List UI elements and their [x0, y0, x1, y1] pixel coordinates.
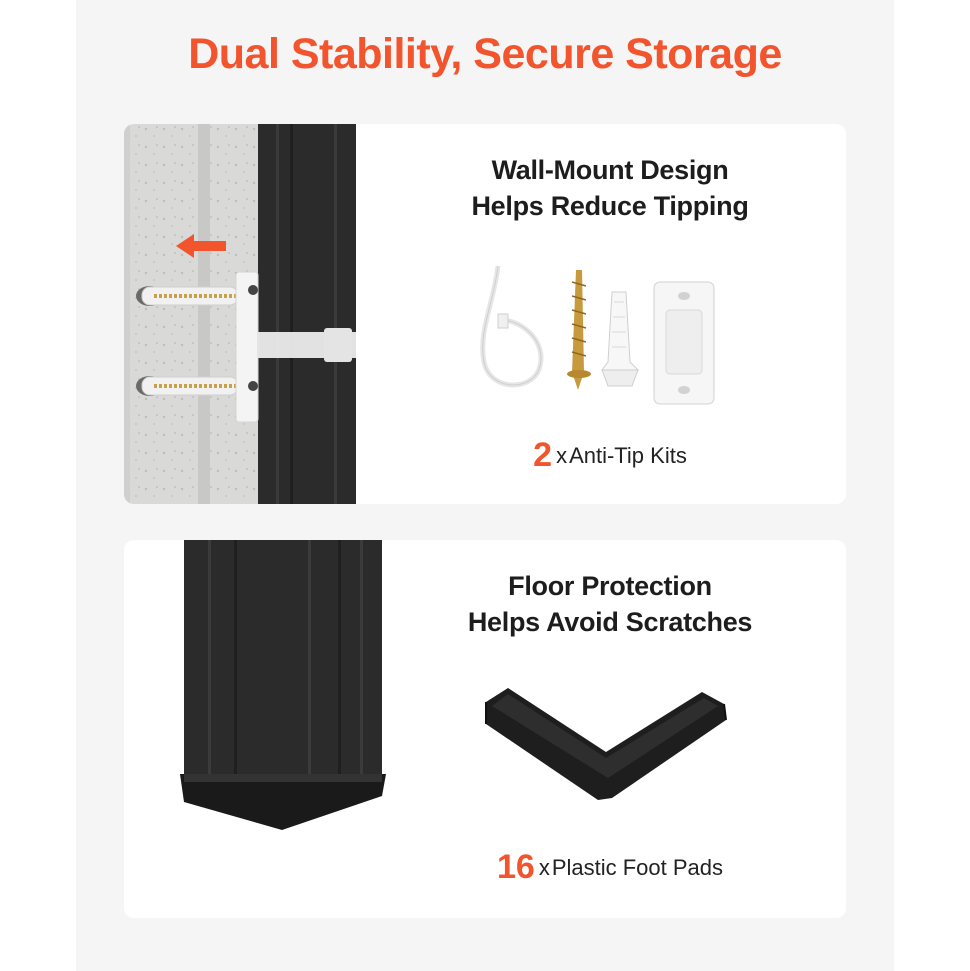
screw-icon [567, 270, 591, 390]
wall-mount-title: Wall-Mount Design Helps Reduce Tipping [414, 152, 806, 224]
bracket-icon [653, 281, 715, 405]
product-infographic: Dual Stability, Secure Storage [76, 0, 894, 971]
floor-protection-title-line-2: Helps Avoid Scratches [467, 607, 753, 637]
floor-protection-title-line-1: Floor Protection [508, 571, 712, 601]
foot-pad-icon [485, 688, 727, 800]
multiply-sign: x [556, 443, 568, 468]
anti-tip-kit-count: 2 [533, 436, 553, 474]
floor-protection-card: Floor Protection Helps Avoid Scratches 1… [124, 540, 846, 918]
floor-protection-title: Floor Protection Helps Avoid Scratches [414, 568, 806, 640]
multiply-sign: x [538, 855, 550, 880]
cable-tie-icon [480, 265, 544, 388]
anti-tip-kit-label: Anti-Tip Kits [569, 443, 687, 468]
wall-anchor-icon [601, 291, 640, 387]
wall-mount-title-line-1: Wall-Mount Design [491, 155, 729, 185]
post-foot-photo [180, 540, 386, 830]
foot-pad-count: 16 [496, 848, 535, 886]
anti-tip-kit-parts [480, 265, 715, 405]
headline: Dual Stability, Secure Storage [188, 30, 782, 78]
foot-pad-label: Plastic Foot Pads [551, 855, 723, 880]
wall-mount-title-line-2: Helps Reduce Tipping [471, 191, 749, 221]
wall-mount-card: Wall-Mount Design Helps Reduce Tipping [124, 124, 846, 504]
wall-mount-photo [124, 124, 356, 504]
